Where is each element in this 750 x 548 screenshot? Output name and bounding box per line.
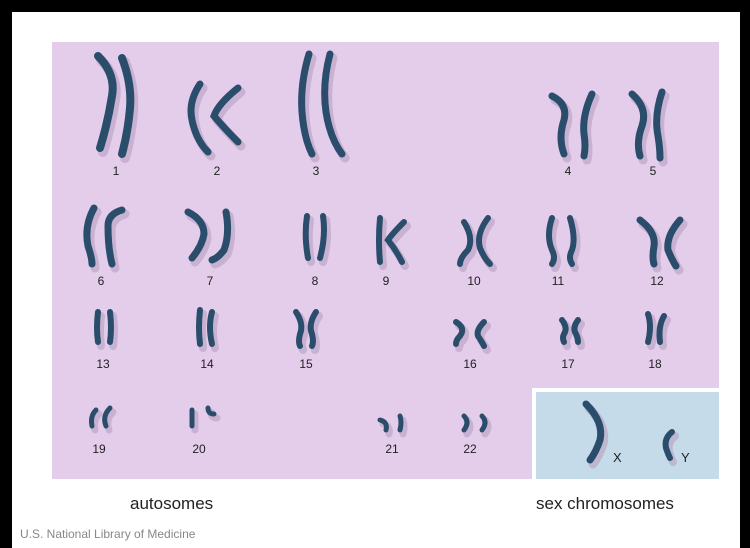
chromosome-number-22: 22 bbox=[463, 442, 476, 456]
chromosome-number-13: 13 bbox=[96, 357, 109, 371]
sex-chromosomes-caption: sex chromosomes bbox=[536, 494, 674, 514]
chromosome-number-20: 20 bbox=[192, 442, 205, 456]
chromosome-4-a bbox=[552, 96, 565, 154]
chromosome-number-6: 6 bbox=[98, 274, 105, 288]
chromosome-number-12: 12 bbox=[650, 274, 663, 288]
chromosome-8-b bbox=[320, 216, 324, 258]
sex-chromosome-label-y: Y bbox=[681, 450, 690, 465]
chromosome-number-1: 1 bbox=[113, 164, 120, 178]
chromosome-7-b bbox=[212, 212, 228, 260]
autosomes-caption: autosomes bbox=[130, 494, 213, 514]
chromosome-drawing bbox=[12, 12, 740, 548]
chromosome-number-4: 4 bbox=[565, 164, 572, 178]
chromosome-17-b bbox=[574, 320, 578, 342]
chromosome-18-a bbox=[648, 314, 650, 342]
chromosome-number-18: 18 bbox=[648, 357, 661, 371]
chromosome-13-b bbox=[110, 312, 111, 342]
chromosome-number-7: 7 bbox=[207, 274, 214, 288]
chromosome-22-a bbox=[464, 416, 467, 430]
chromosome-9-a bbox=[379, 218, 380, 262]
chromosome-17-a bbox=[562, 320, 566, 342]
chromosome-22-b bbox=[482, 416, 485, 430]
chromosome-number-15: 15 bbox=[299, 357, 312, 371]
chromosome-number-5: 5 bbox=[650, 164, 657, 178]
credit-line: U.S. National Library of Medicine bbox=[20, 527, 195, 541]
chromosome-21-b bbox=[400, 416, 401, 430]
chromosome-number-3: 3 bbox=[313, 164, 320, 178]
chromosome-number-21: 21 bbox=[385, 442, 398, 456]
karyotype-figure: 1 2 3 4 5 6 7 8 9 10 11 12 13 14 15 16 1… bbox=[12, 12, 740, 548]
chromosome-number-2: 2 bbox=[214, 164, 221, 178]
chromosome-number-14: 14 bbox=[200, 357, 213, 371]
chromosome-13-a bbox=[97, 312, 98, 342]
chromosome-number-17: 17 bbox=[561, 357, 574, 371]
chromosome-5-a bbox=[632, 94, 644, 156]
sex-chromosome-label-x: X bbox=[613, 450, 622, 465]
chromosome-number-10: 10 bbox=[467, 274, 480, 288]
chromosome-number-19: 19 bbox=[92, 442, 105, 456]
chromosome-number-9: 9 bbox=[383, 274, 390, 288]
chromosome-19-a-shadow bbox=[95, 414, 100, 430]
chromosome-14-a bbox=[199, 310, 200, 344]
chromosome-15-a bbox=[296, 312, 301, 346]
chromosome-14-b bbox=[210, 312, 212, 344]
chromosome-19-b-shadow bbox=[108, 412, 113, 430]
chromosome-number-11: 11 bbox=[552, 274, 564, 288]
chromosome-8-a bbox=[306, 216, 308, 258]
chromosome-number-16: 16 bbox=[463, 357, 476, 371]
chromosome-1-b bbox=[122, 58, 130, 154]
chromosome-number-8: 8 bbox=[312, 274, 319, 288]
